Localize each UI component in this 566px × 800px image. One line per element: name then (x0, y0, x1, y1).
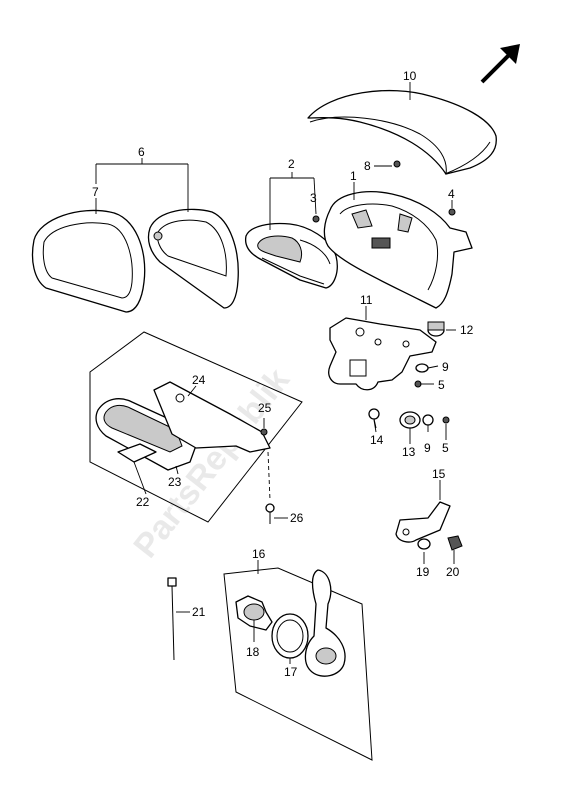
cover-part (307, 89, 497, 175)
callout-17: 17 (284, 665, 298, 679)
watermark-text: PartsRepublik (126, 361, 297, 565)
meter-part (244, 222, 338, 289)
callout-24: 24 (192, 373, 206, 387)
callout-9b: 9 (424, 441, 431, 455)
callout-5a: 5 (438, 378, 445, 392)
screw-part-8 (393, 160, 401, 168)
callout-leaders (95, 82, 456, 664)
callout-22: 22 (136, 495, 150, 509)
callout-12: 12 (460, 323, 474, 337)
socket-assembly-box (223, 567, 373, 761)
screw-part-26 (265, 503, 275, 524)
callout-25: 25 (258, 401, 272, 415)
callout-20: 20 (446, 565, 460, 579)
case-part (147, 208, 239, 309)
indicator-assembly-box (89, 331, 303, 523)
callout-1: 1 (350, 169, 357, 183)
callout-11: 11 (360, 293, 373, 307)
callout-15: 15 (432, 467, 446, 481)
callout-10: 10 (403, 69, 417, 83)
callout-21: 21 (192, 605, 206, 619)
callout-14: 14 (370, 433, 384, 447)
callout-19: 19 (416, 565, 430, 579)
bezel-part (31, 209, 146, 313)
clip-part-20 (447, 535, 463, 551)
washer-part-9a (415, 363, 429, 373)
washer-part-19 (417, 538, 431, 550)
callout-2: 2 (288, 157, 295, 171)
bracket-part (328, 317, 437, 391)
callout-4: 4 (448, 187, 455, 201)
cable-tie-part-21 (167, 577, 177, 661)
callout-6: 6 (138, 145, 145, 159)
bolt-part-14 (368, 408, 380, 429)
callout-5b: 5 (442, 441, 449, 455)
callout-13: 13 (402, 445, 416, 459)
arrow-up-right-icon (480, 44, 520, 84)
washer-part-9b (422, 414, 434, 426)
screw-part-4 (448, 208, 456, 216)
callout-9a: 9 (442, 360, 449, 374)
callout-18: 18 (246, 645, 260, 659)
grommet-part-13 (399, 411, 421, 429)
callout-7: 7 (92, 185, 99, 199)
callout-8: 8 (364, 159, 371, 173)
grommet-part-12 (427, 321, 445, 337)
callout-16: 16 (252, 547, 266, 561)
screw-part-5b (442, 416, 450, 424)
housing-part (323, 191, 473, 309)
callout-3: 3 (310, 191, 317, 205)
callout-26: 26 (290, 511, 304, 525)
callout-labels: 1 2 3 4 5 5 6 7 8 9 9 10 11 12 13 14 15 … (92, 69, 474, 679)
callout-23: 23 (168, 475, 182, 489)
screw-part-3 (312, 215, 320, 223)
stay-part-15 (395, 501, 451, 543)
watermark: PartsRepublik (126, 361, 297, 565)
